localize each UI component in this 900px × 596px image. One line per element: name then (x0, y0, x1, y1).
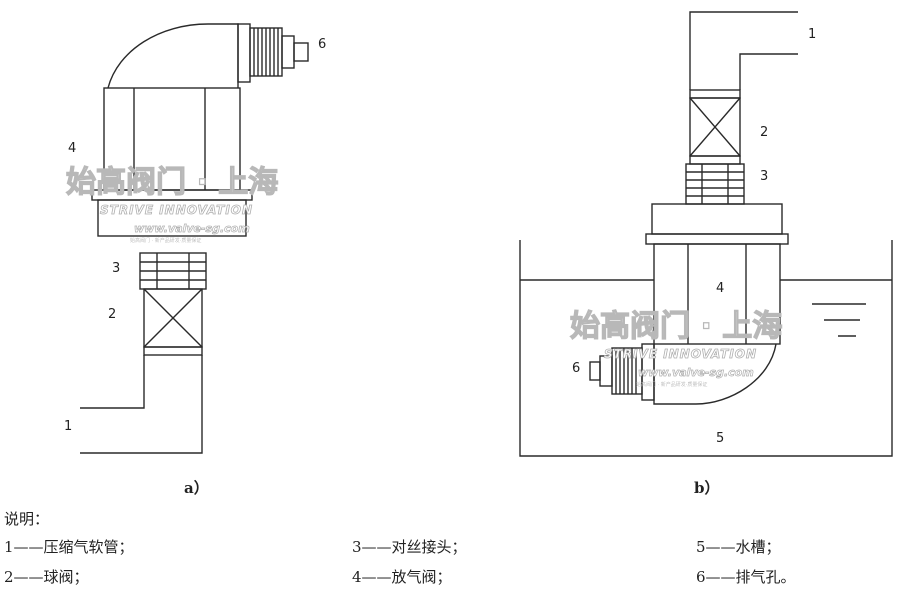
watermark-a-url: www.valve-sg.com (134, 222, 250, 235)
a-hose (80, 355, 145, 409)
a-label-4: 4 (68, 141, 76, 156)
legend-item-2: 2——球阀； (4, 568, 89, 586)
watermark-b-small: 始高阀门 · 新产品研发·质量保证 (636, 381, 707, 388)
a-label-1: 1 (64, 419, 72, 434)
legend-item-6: 6——排气孔。 (696, 568, 796, 586)
watermark-a: 始高阀门 · 上海 STRIVE INNOVATION www.valve-sg… (65, 164, 278, 244)
legend-title: 说明： (4, 510, 50, 528)
figure-b (519, 11, 893, 457)
legend-item-1: 1——压缩气软管； (4, 538, 134, 556)
legend-item-4: 4——放气阀； (352, 568, 452, 586)
b-label-6: 6 (572, 361, 580, 376)
a-hose-inner (80, 355, 203, 454)
watermark-b-cn: 始高阀门 · 上海 (570, 309, 782, 344)
b-hose-inner (739, 53, 798, 90)
water-level-symbol (812, 303, 866, 337)
b-valve-body (653, 243, 781, 345)
b-hose (689, 11, 798, 90)
watermark-b-url: www.valve-sg.com (638, 366, 754, 379)
figure-a (80, 23, 309, 454)
a-label-6: 6 (318, 37, 326, 52)
a-label-2: 2 (108, 307, 116, 322)
legend-item-3: 3——对丝接头； (352, 538, 467, 556)
watermark-a-small: 始高阀门 · 新产品研发·质量保证 (130, 237, 201, 244)
b-label-2: 2 (760, 125, 768, 140)
a-valve-elbow (107, 23, 239, 89)
b-label-4: 4 (716, 281, 724, 296)
watermark-a-cn: 始高阀门 · 上海 (66, 165, 278, 200)
watermark-a-en: STRIVE INNOVATION (100, 203, 253, 217)
legend-item-5: 5——水槽； (696, 538, 781, 556)
b-label-5: 5 (716, 431, 724, 446)
a-valve-body (103, 87, 241, 191)
a-exhaust (237, 23, 251, 83)
caption-a: a） (184, 479, 209, 497)
b-label-1: 1 (808, 27, 816, 42)
b-valve-base (651, 203, 783, 235)
b-valve-elbow (653, 343, 777, 405)
b-label-3: 3 (760, 169, 768, 184)
watermark-b: 始高阀门 · 上海 STRIVE INNOVATION www.valve-sg… (569, 308, 782, 388)
b-water-tank (519, 240, 893, 457)
b-nipple (685, 163, 745, 205)
watermark-b-en: STRIVE INNOVATION (604, 347, 757, 361)
a-label-3: 3 (112, 261, 120, 276)
caption-b: b） (694, 479, 720, 497)
